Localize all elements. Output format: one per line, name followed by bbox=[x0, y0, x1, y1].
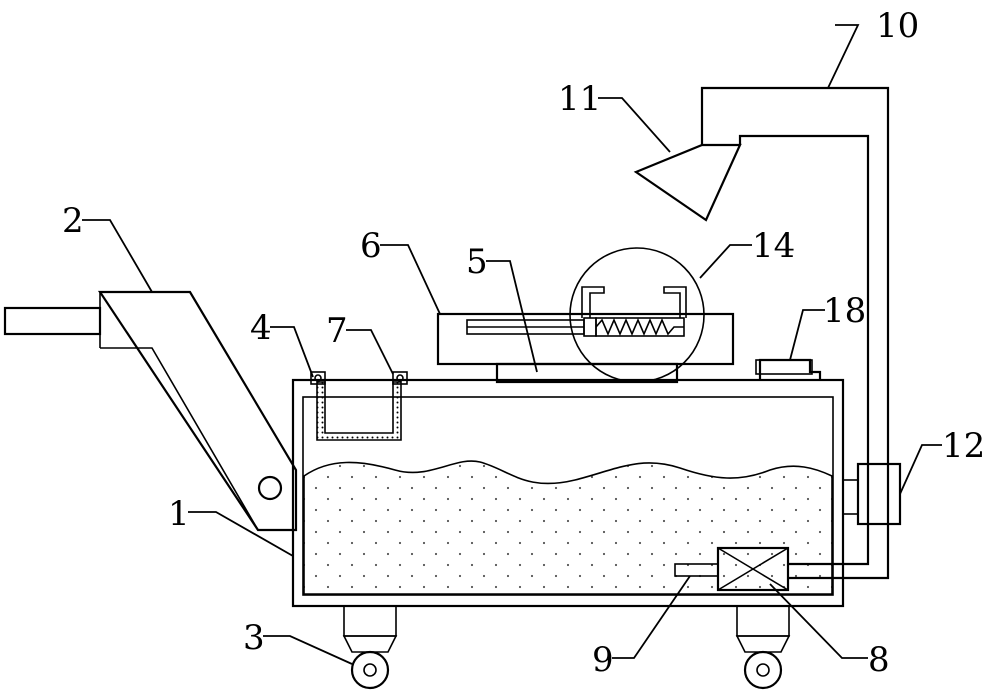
label-11: 11 bbox=[558, 79, 601, 119]
liquid bbox=[303, 460, 833, 595]
label-3: 3 bbox=[243, 618, 265, 658]
label-1: 1 bbox=[168, 494, 190, 534]
pump bbox=[674, 546, 790, 592]
label-5: 5 bbox=[466, 242, 488, 282]
label-10: 10 bbox=[876, 6, 919, 46]
labels: 2 1 3 4 6 5 7 10 11 14 18 12 8 9 bbox=[62, 6, 985, 680]
delivery-pipe bbox=[700, 86, 890, 580]
filter-basket bbox=[310, 371, 408, 441]
label-7: 7 bbox=[326, 311, 348, 351]
label-12: 12 bbox=[942, 426, 985, 466]
wheel-right bbox=[735, 605, 791, 690]
label-4: 4 bbox=[250, 308, 272, 348]
label-6: 6 bbox=[360, 226, 382, 266]
leader-lines bbox=[82, 24, 942, 665]
cap bbox=[755, 358, 822, 380]
label-14: 14 bbox=[752, 226, 795, 266]
tank-body bbox=[291, 378, 845, 608]
valve bbox=[842, 462, 902, 526]
wheel-left bbox=[342, 605, 398, 690]
label-8: 8 bbox=[868, 640, 890, 680]
handle bbox=[3, 290, 298, 532]
label-9: 9 bbox=[592, 640, 614, 680]
spray-nozzle bbox=[633, 143, 742, 222]
label-2: 2 bbox=[62, 201, 84, 241]
label-18: 18 bbox=[823, 291, 866, 331]
